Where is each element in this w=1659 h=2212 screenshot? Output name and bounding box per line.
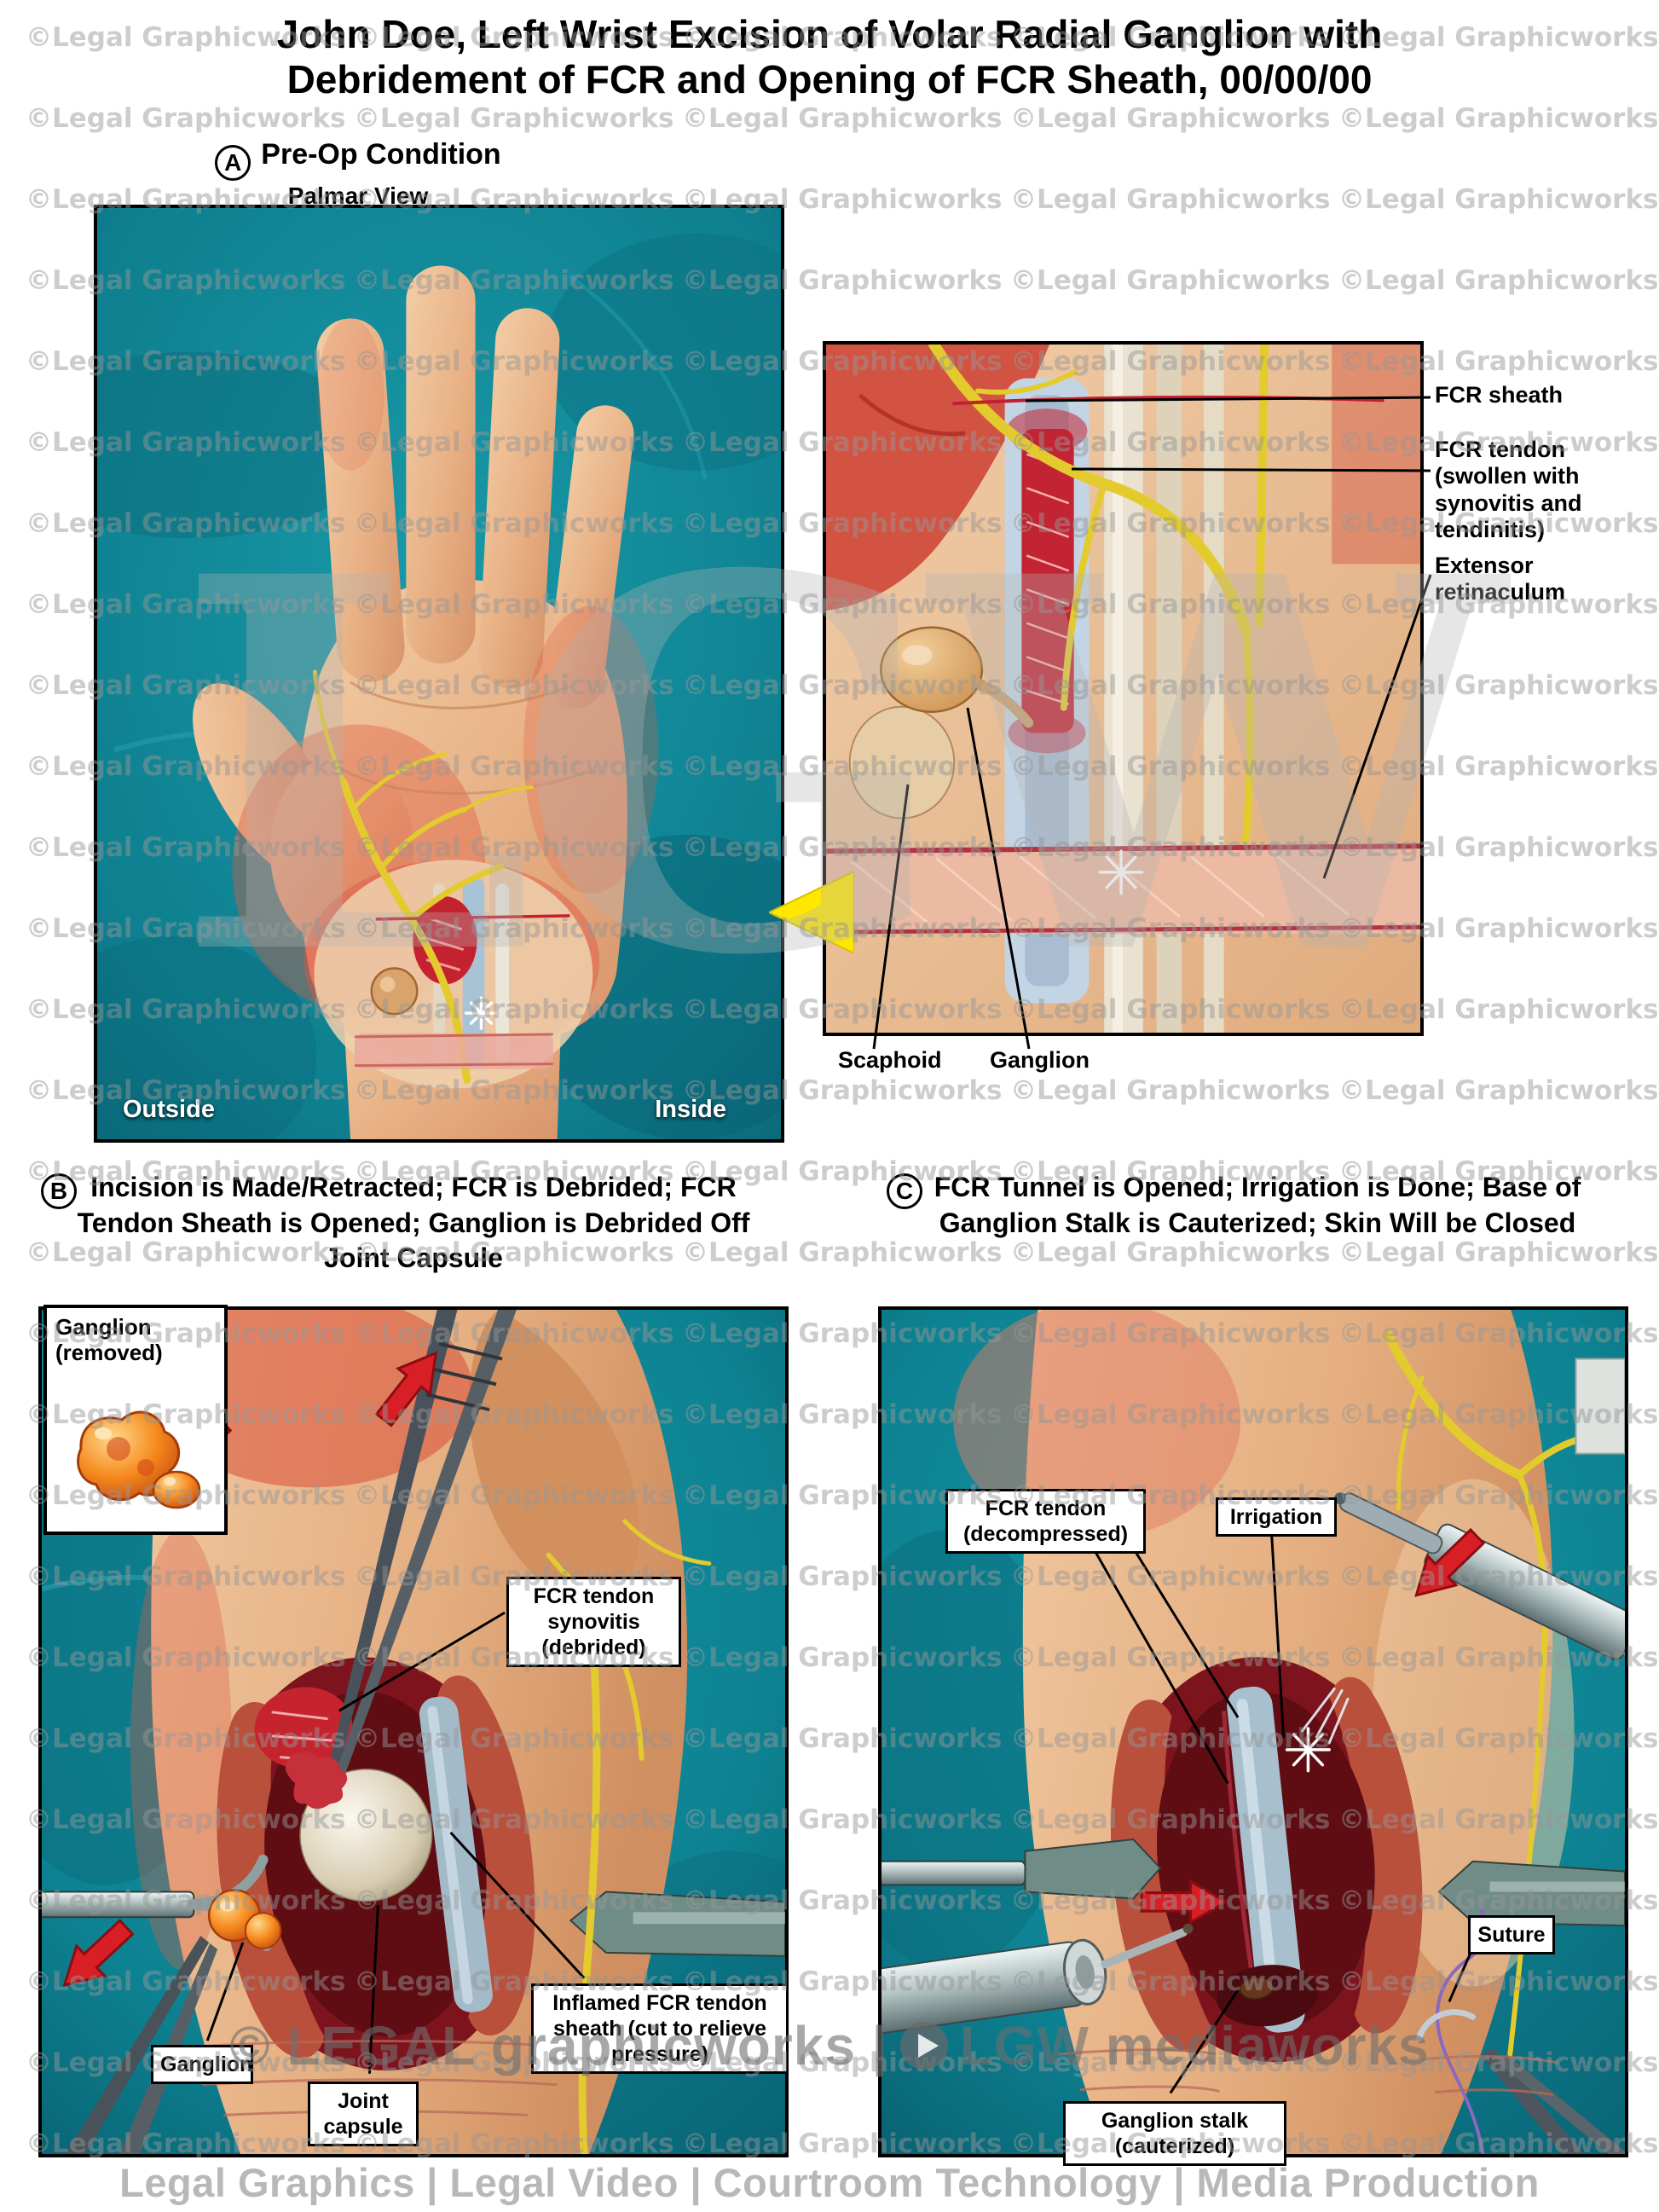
label-fcr-synovitis: FCR tendon synovitis (debrided) bbox=[506, 1577, 681, 1667]
panel-procedure-b: Ganglion (removed) FCR tendon synovitis … bbox=[38, 1305, 789, 2157]
retractor-right bbox=[569, 1891, 785, 1957]
ganglion-bump-art bbox=[370, 967, 419, 1016]
label-ganglion: Ganglion bbox=[990, 1047, 1090, 1073]
sparkle bbox=[464, 996, 499, 1030]
hand-label-inside: Inside bbox=[655, 1096, 726, 1123]
label-fcr-decompressed: FCR tendon (decompressed) bbox=[945, 1489, 1146, 1554]
section-c-heading: FCR Tunnel is Opened; Irrigation is Done… bbox=[934, 1172, 1581, 1238]
label-ganglion-stalk: Ganglion stalk (cauterized) bbox=[1063, 2101, 1286, 2166]
label-fcr-sheath: FCR sheath bbox=[1435, 382, 1564, 408]
watermark-footer: Legal Graphics | Legal Video | Courtroom… bbox=[119, 2160, 1540, 2205]
inset-ganglion-removed: Ganglion (removed) bbox=[43, 1305, 228, 1535]
excised-ganglion-art bbox=[207, 1889, 282, 1949]
forceps-top bbox=[327, 1310, 517, 1782]
ganglion-art bbox=[880, 626, 984, 713]
watermark-text: ©Legal Graphicworks bbox=[1338, 1237, 1659, 1268]
nerve-branches bbox=[312, 669, 534, 1084]
zoom-arrow-icon bbox=[769, 871, 854, 953]
page-title: John Doe, Left Wrist Excision of Volar R… bbox=[0, 12, 1659, 103]
label-inflamed-sheath: Inflamed FCR tendon sheath (cut to relie… bbox=[531, 1983, 789, 2074]
watermark-text: ©Legal Graphicworks bbox=[1338, 184, 1659, 215]
panel-preop-hand: Outside Inside bbox=[94, 205, 784, 1143]
watermark-text: ©Legal Graphicworks bbox=[1338, 103, 1659, 134]
cautery-tool bbox=[882, 1923, 1194, 2035]
watermark-text: ©Legal Graphicworks bbox=[1010, 1237, 1331, 1268]
procedure-c-illustration bbox=[882, 1310, 1625, 2154]
panel-preop-closeup bbox=[823, 341, 1424, 1036]
label-joint-capsule: Joint capsule bbox=[308, 2082, 419, 2146]
closeup-illustration bbox=[826, 345, 1420, 1033]
panel-preop-closeup-group: FCR sheath FCR tendon (swollen with syno… bbox=[823, 341, 1628, 1083]
leader-lines bbox=[205, 1611, 586, 2074]
watermark-text: ©Legal Graphicworks bbox=[1010, 265, 1331, 296]
section-a-heading: Pre-Op Condition bbox=[261, 138, 501, 171]
watermark-text: ©Legal Graphicworks bbox=[1338, 265, 1659, 296]
sparkle bbox=[1098, 849, 1144, 895]
label-fcr-tendon: FCR tendon (swollen with synovitis and t… bbox=[1435, 437, 1582, 542]
watermark-text: ©Legal Graphicworks bbox=[1010, 103, 1331, 134]
label-suture: Suture bbox=[1468, 1915, 1555, 1954]
procedure-b-illustration bbox=[42, 1310, 785, 2154]
watermark-text: ©Legal Graphicworks bbox=[682, 103, 1003, 134]
section-a-letter-badge: A bbox=[215, 145, 251, 181]
incision-line-art bbox=[375, 914, 570, 921]
label-irrigation: Irrigation bbox=[1216, 1497, 1337, 1537]
page-title-text: John Doe, Left Wrist Excision of Volar R… bbox=[276, 12, 1383, 102]
watermark-text: ©Legal Graphicworks bbox=[354, 103, 674, 134]
scaphoid-art bbox=[848, 705, 956, 819]
watermark-text: ©Legal Graphicworks bbox=[1010, 184, 1331, 215]
drape-folds bbox=[97, 233, 781, 1139]
cauterized-stalk-art bbox=[1239, 1976, 1275, 2001]
hand-label-outside: Outside bbox=[123, 1096, 215, 1123]
hand-illustration bbox=[97, 208, 781, 1139]
motion-arrows bbox=[1140, 1527, 1486, 1925]
debrided-tissue-art bbox=[285, 1752, 348, 1810]
palmar-view-label: Palmar View bbox=[287, 182, 429, 209]
removed-ganglion-illustration bbox=[77, 1410, 201, 1509]
incision-art bbox=[1110, 1657, 1423, 2063]
extensor-retinaculum-art bbox=[826, 843, 1420, 935]
label-ganglion-b: Ganglion bbox=[151, 2045, 253, 2084]
section-b-letter-badge: B bbox=[41, 1173, 77, 1209]
section-c-letter-badge: C bbox=[887, 1173, 922, 1209]
skin-creases bbox=[1058, 2048, 1558, 2097]
inset-title: Ganglion (removed) bbox=[55, 1314, 163, 1365]
panel-procedure-c: FCR tendon (decompressed) Irrigation Sut… bbox=[878, 1306, 1628, 2166]
nerve-branches bbox=[1384, 1330, 1614, 2057]
label-extensor-retinaculum: Extensor retinaculum bbox=[1435, 553, 1566, 605]
synovitis-art bbox=[254, 1687, 353, 1769]
thumb-art bbox=[468, 1310, 640, 1598]
leader-lines bbox=[1093, 1536, 1474, 2094]
irrigation-tool bbox=[1300, 1358, 1625, 1745]
wrist-dissection bbox=[312, 669, 593, 1089]
label-scaphoid: Scaphoid bbox=[838, 1047, 942, 1073]
section-a-heading-line: A Pre-Op Condition bbox=[111, 138, 605, 181]
section-a-header: A Pre-Op Condition Palmar View bbox=[111, 138, 605, 210]
watermark-text: ©Legal Graphicworks bbox=[26, 103, 346, 134]
irrigation-sparkle bbox=[1285, 1727, 1331, 1773]
section-b-heading: Incision is Made/Retracted; FCR is Debri… bbox=[77, 1172, 750, 1274]
retractor-right bbox=[1437, 1860, 1625, 1927]
nerve-branches bbox=[928, 345, 1269, 843]
retractor-left bbox=[882, 1838, 1162, 1900]
